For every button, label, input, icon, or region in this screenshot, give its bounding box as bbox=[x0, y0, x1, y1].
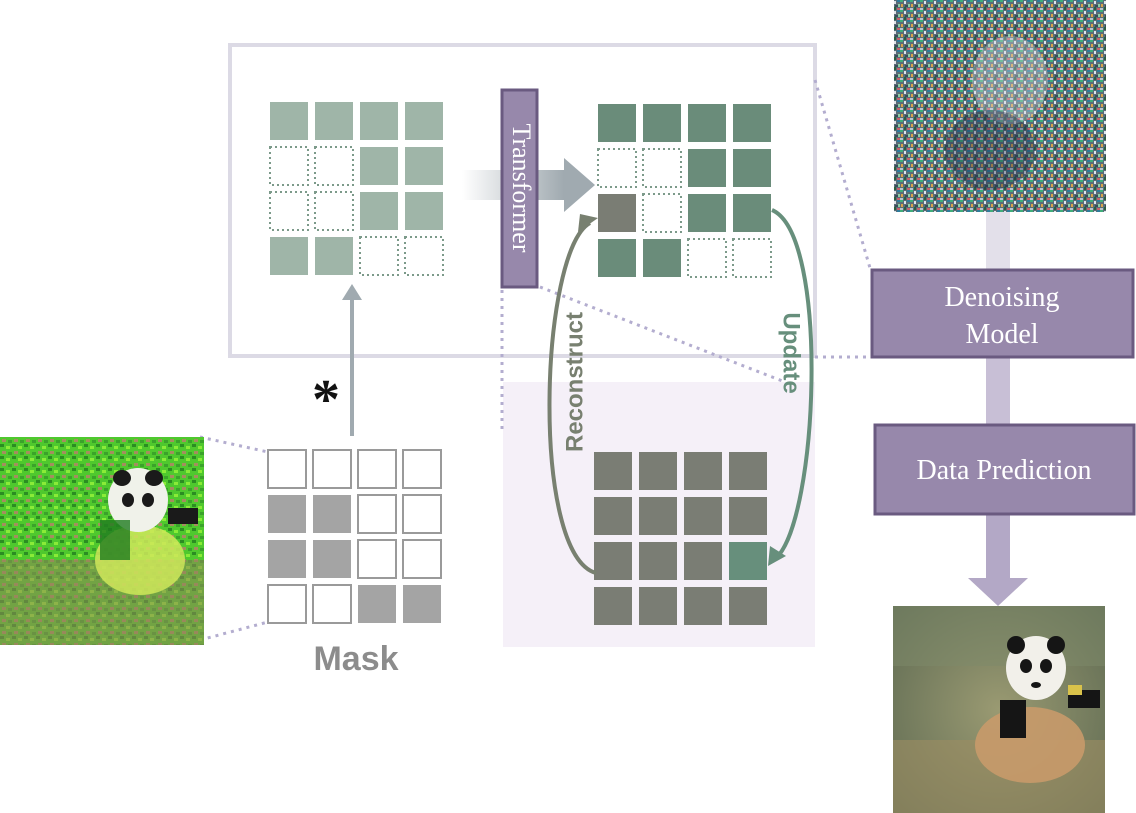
cache-cell-gray bbox=[729, 587, 767, 625]
reconstruct-label: Reconstruct bbox=[561, 312, 588, 452]
cache-cell-gray bbox=[594, 452, 632, 490]
clean-panda-image bbox=[893, 606, 1105, 813]
cache-cell-gray bbox=[639, 497, 677, 535]
output-tokens-cell-empty bbox=[642, 193, 682, 233]
output-tokens-cell-filled bbox=[733, 149, 771, 187]
input-tokens-cell-filled bbox=[270, 102, 308, 140]
input-tokens-cell-filled bbox=[405, 147, 443, 185]
mask-label: Mask bbox=[313, 640, 398, 678]
output-tokens-cell-empty bbox=[732, 238, 772, 278]
reconstruct-arrow bbox=[547, 214, 598, 575]
mask-grid bbox=[267, 449, 442, 624]
input-tokens-cell-filled bbox=[405, 102, 443, 140]
cache-cell-green bbox=[729, 542, 767, 580]
mask-cell-empty bbox=[357, 449, 397, 489]
denoising-model-label-line1: Denoising bbox=[944, 282, 1059, 313]
denoising-model-label-line2: Model bbox=[965, 319, 1038, 350]
output-tokens-cell-empty bbox=[642, 148, 682, 188]
cache-cell-gray bbox=[729, 497, 767, 535]
input-tokens-cell-filled bbox=[360, 147, 398, 185]
cache-cell-gray bbox=[729, 452, 767, 490]
mask-cell-gray bbox=[358, 585, 396, 623]
input-tokens-cell-empty bbox=[269, 146, 309, 186]
mask-cell-gray bbox=[313, 540, 351, 578]
mask-cell-empty bbox=[312, 584, 352, 624]
input-tokens-cell-filled bbox=[315, 237, 353, 275]
input-tokens-cell-empty bbox=[269, 191, 309, 231]
cache-cell-gray bbox=[594, 587, 632, 625]
star-symbol: * bbox=[312, 369, 340, 431]
input-tokens-cell-empty bbox=[314, 146, 354, 186]
output-tokens-cell-filled bbox=[733, 194, 771, 232]
input-tokens-cell-filled bbox=[315, 102, 353, 140]
dotted-connectors bbox=[199, 79, 872, 642]
output-tokens-cell-empty bbox=[597, 148, 637, 188]
update-label: Update bbox=[778, 312, 805, 393]
cache-cell-gray bbox=[684, 497, 722, 535]
denoising-model-box bbox=[870, 268, 1135, 359]
output-tokens-cell-filled bbox=[643, 239, 681, 277]
input-tokens-cell-filled bbox=[405, 192, 443, 230]
mask-cell-empty bbox=[357, 494, 397, 534]
cache-cell-gray bbox=[639, 452, 677, 490]
mask-cell-empty bbox=[267, 584, 307, 624]
mask-cell-empty bbox=[267, 449, 307, 489]
mask-cell-gray bbox=[268, 495, 306, 533]
mask-cell-empty bbox=[402, 494, 442, 534]
mask-cell-empty bbox=[402, 539, 442, 579]
input-tokens-cell-empty bbox=[404, 236, 444, 276]
mask-cell-empty bbox=[402, 449, 442, 489]
output-tokens-cell-filled bbox=[598, 239, 636, 277]
mask-cell-empty bbox=[312, 449, 352, 489]
data-prediction-label: Data Prediction bbox=[917, 455, 1092, 486]
pipe-segment-top bbox=[986, 212, 1010, 270]
cache-cell-gray bbox=[684, 587, 722, 625]
cache-cell-gray bbox=[639, 542, 677, 580]
mask-up-arrow bbox=[342, 284, 362, 436]
input-tokens-cell-empty bbox=[359, 236, 399, 276]
pipe-segment-middle bbox=[986, 357, 1010, 425]
corrupted-panda-image bbox=[0, 437, 204, 645]
transformer-frame bbox=[228, 43, 817, 358]
data-prediction-box bbox=[873, 423, 1136, 516]
input-tokens-cell-filled bbox=[360, 192, 398, 230]
mask-cell-gray bbox=[268, 540, 306, 578]
noisy-image bbox=[894, 0, 1106, 212]
output-tokens-cell-filled bbox=[598, 104, 636, 142]
output-token-grid bbox=[597, 104, 772, 278]
mask-cell-gray bbox=[403, 585, 441, 623]
output-tokens-cell-gray bbox=[598, 194, 636, 232]
output-tokens-cell-empty bbox=[687, 238, 727, 278]
mask-cell-gray bbox=[313, 495, 351, 533]
mask-cell-empty bbox=[357, 539, 397, 579]
cache-cell-gray bbox=[684, 452, 722, 490]
input-tokens-cell-filled bbox=[360, 102, 398, 140]
input-tokens-cell-filled bbox=[270, 237, 308, 275]
output-tokens-cell-filled bbox=[643, 104, 681, 142]
input-tokens-cell-empty bbox=[314, 191, 354, 231]
cache-cell-gray bbox=[684, 542, 722, 580]
pipe-arrow-head bbox=[968, 578, 1028, 606]
input-token-grid bbox=[269, 102, 444, 276]
output-tokens-cell-filled bbox=[688, 194, 726, 232]
cache-grid bbox=[594, 452, 767, 625]
update-arrow bbox=[768, 208, 814, 566]
output-tokens-cell-filled bbox=[688, 104, 726, 142]
cache-cell-gray bbox=[594, 497, 632, 535]
pipe-segment-bottom bbox=[986, 514, 1010, 580]
output-tokens-cell-filled bbox=[733, 104, 771, 142]
transformer-box bbox=[500, 88, 539, 289]
output-tokens-cell-filled bbox=[688, 149, 726, 187]
transformer-label: Transformer bbox=[507, 123, 536, 252]
cache-cell-gray bbox=[594, 542, 632, 580]
cache-cell-gray bbox=[639, 587, 677, 625]
